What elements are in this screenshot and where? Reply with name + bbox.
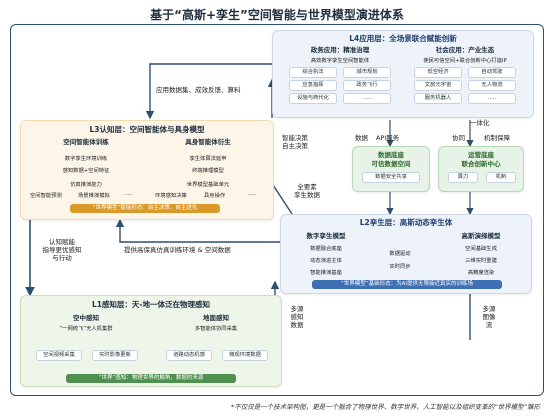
l2-right-item: 空间基础生成 xyxy=(465,246,497,252)
l3-panel xyxy=(20,120,274,220)
l3-left-item: 仿真推演能力 xyxy=(70,182,102,188)
l1-footer-bar: “世界”感知：物理世界的触角，数据的来源 xyxy=(66,374,236,383)
data-base-title: 数据底座 xyxy=(378,151,404,159)
ops-base-item: 算力 xyxy=(448,172,478,183)
l4-right-item: 无人物流 xyxy=(468,80,516,91)
data-base-subtitle: 可信数据空间 xyxy=(371,160,411,168)
tag-mech: 机制保障 xyxy=(484,134,510,142)
l4-left-item: 应急指挥 xyxy=(289,80,337,91)
l1-panel xyxy=(20,295,282,387)
l2-mid-item: 数据驱动 xyxy=(389,251,411,257)
l4-right-item: 自动驾驶 xyxy=(468,67,516,78)
l4-right-item: ..... xyxy=(468,93,516,104)
l3-right-sub: ..... xyxy=(248,191,257,197)
l1-right-item: 微观环境数据 xyxy=(222,350,268,361)
tag-unify: 一体化 xyxy=(470,119,490,127)
l4-left-subheader: 高效数字孪生空间智能体 xyxy=(310,58,370,64)
tag-coop: 协同 xyxy=(452,134,465,142)
l1-left-sub: “一网统飞”无人机集群 xyxy=(59,326,113,332)
l1-right-header: 地面感知 xyxy=(203,314,229,322)
l2-left-item: 动态演进主体 xyxy=(310,258,342,264)
l3-right-item: 终端推理模型 xyxy=(192,168,224,174)
l4-title: L4应用层：全场景联合赋能创新 xyxy=(349,34,457,43)
label-app-feedback: 应用数据集、成效反馈、算料 xyxy=(156,86,241,94)
l4-left-item: 综合执法 xyxy=(289,67,337,78)
l4-right-header: 社会应用：产业生态 xyxy=(435,46,495,54)
page-title: 基于“高斯+孪生”空间智能与世界模型演进体系 xyxy=(150,8,404,22)
l4-left-item: 城市规划 xyxy=(343,67,391,78)
l4-right-item: 服务机器人 xyxy=(414,93,462,104)
l3-title: L3认知层：空间智能体与具身模型 xyxy=(89,125,205,134)
l3-right-header: 具身智能体衍生 xyxy=(185,138,231,146)
l2-mid-item: 实时同步 xyxy=(389,264,411,270)
label-cognition: 认知赋能 指导更优感知 与行动 xyxy=(42,238,82,262)
l4-right-item: 文旅元宇宙 xyxy=(414,80,462,91)
l3-right-sub: 具身操作 xyxy=(204,193,226,199)
data-base-item: 数据安全共享 xyxy=(362,172,420,183)
label-sim-env: 提供高保真仿真训练环境 & 空间数据 xyxy=(124,246,231,254)
l2-left-item: 智能推演基座 xyxy=(310,270,342,276)
l3-right-sub: 环境感知决策 xyxy=(155,193,187,199)
l2-right-header: 高斯演绎模型 xyxy=(461,232,501,240)
l1-left-item: 实时影像更新 xyxy=(92,350,138,361)
l3-left-sub: ..... xyxy=(124,191,133,197)
l4-left-item: 设施与商代化 xyxy=(289,93,337,104)
l1-left-item: 空间视频采集 xyxy=(36,350,82,361)
ops-base-box xyxy=(438,146,524,192)
l2-title: L2孪生层：高斯动态孪生体 xyxy=(359,218,453,227)
l3-footer-bar: “世界模型”智能形态：自主决策、自主进化 xyxy=(70,204,220,213)
footnote: *不仅仅是一个技术架构图，更是一个融合了物理世界、数字世界、人工智能以及组织变革… xyxy=(231,403,540,411)
arrow-sim-env xyxy=(115,218,280,243)
l1-right-item: 道路动态机感 xyxy=(166,350,212,361)
l4-left-item: ..... xyxy=(343,93,391,104)
l3-left-sub: 空间智能预测 xyxy=(30,193,62,199)
l4-left-header: 政务应用：精准治理 xyxy=(310,46,370,54)
label-multi-source: 多源 感知 数据 xyxy=(290,305,304,329)
l3-right-item: 世界模型基础单元 xyxy=(186,182,230,188)
l3-right-item: 孪生体算法延申 xyxy=(189,156,227,162)
label-multi-source-image: 多源 图像 流 xyxy=(482,305,496,329)
ops-base-item: 机制 xyxy=(486,172,516,183)
label-smart-decision: 智能决策 自主决策 xyxy=(282,134,308,150)
label-twin-data: 全要素 孪生数据 xyxy=(294,183,320,199)
l2-left-header: 数字孪生模型 xyxy=(306,232,346,240)
l1-left-header: 空中感知 xyxy=(73,314,99,322)
l2-footer-bar: “世界模型”基础形态：为AI提供无限接近真实的训练场 xyxy=(312,280,502,289)
l3-left-sub: 场景推演模拟 xyxy=(78,193,110,199)
diagram-frame xyxy=(10,24,544,396)
l2-left-item: 数据融合底座 xyxy=(310,246,342,252)
tag-data: 数据 xyxy=(355,134,368,142)
l4-left-item: 政务飞行 xyxy=(343,80,391,91)
tag-api: API服务 xyxy=(376,134,400,142)
l4-right-item: 低空经济 xyxy=(414,67,462,78)
l2-right-item: 高精度渲染 xyxy=(467,270,495,276)
ops-base-subtitle: 联合创新中心 xyxy=(461,160,501,168)
l3-left-item: 感知数据+空间特征 xyxy=(62,168,110,174)
l2-right-item: 三维实时重建 xyxy=(465,258,497,264)
l1-right-sub: 多智能体协同采集 xyxy=(194,326,238,332)
l3-left-item: 数字孪生环境训练 xyxy=(64,156,108,162)
l3-left-header: 空间智能体训练 xyxy=(63,138,109,146)
l1-title: L1感知层：天-地一体泛在物理感知 xyxy=(91,300,211,309)
arrow-app-feedback xyxy=(145,63,272,120)
data-base-box xyxy=(352,146,430,192)
ops-base-title: 运营底座 xyxy=(468,151,494,159)
l4-right-subheader: 使民可信空间+联合创新中心打造IP xyxy=(423,58,507,64)
